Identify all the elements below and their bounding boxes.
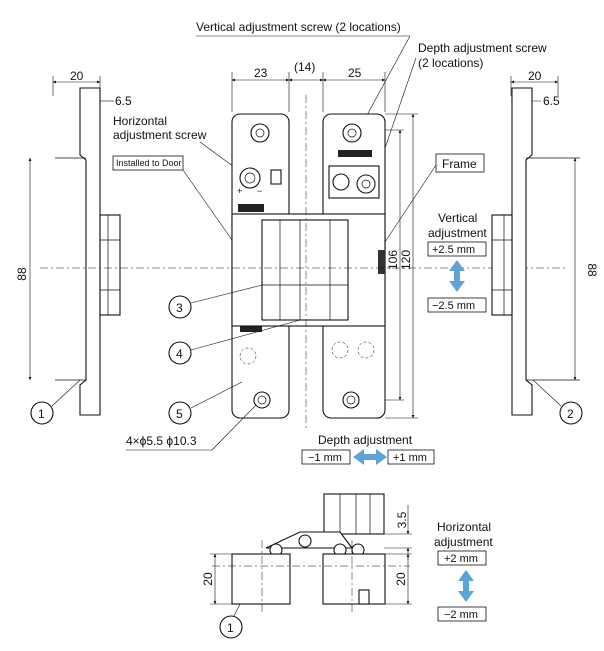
horizontal-adjustment-title-1: Horizontal [437, 520, 491, 534]
callout-5 [168, 401, 192, 425]
dim-106: 106 [386, 250, 400, 270]
depth-arrow-icon [353, 449, 387, 465]
vertical-plus-label: +2.5 mm [432, 244, 475, 256]
callout-5-leader [190, 381, 243, 409]
vertical-minus-label: −2.5 mm [432, 300, 475, 312]
right-side-barrel [491, 214, 513, 316]
callout-2-leader [532, 379, 562, 407]
mount-hole [253, 391, 271, 409]
hidden-hole [239, 347, 257, 365]
holes-callout: 4×ϕ5.5 ϕ10.3 [126, 434, 197, 448]
left-side-plate [79, 87, 101, 416]
dim-20-bottom-right: 20 [394, 572, 408, 586]
dim-20-left: 20 [70, 69, 84, 83]
hidden-hole [331, 341, 349, 359]
callout-1-bottom-leader [233, 603, 241, 617]
hinge-arm [261, 219, 349, 321]
dim-88-right: 88 [585, 263, 599, 277]
horizontal-arrow-icon [458, 570, 474, 602]
door-leaf-top [231, 553, 291, 605]
mount-hole-inner [346, 395, 356, 405]
callout-1-bottom-label: 1 [227, 621, 234, 635]
brand-plate [240, 324, 262, 332]
frame-block-top [323, 493, 385, 535]
dim-23: 23 [254, 66, 268, 80]
screw-inner [361, 179, 371, 189]
frame-box [435, 153, 485, 173]
horizontal-minus-box [437, 606, 487, 622]
minus-mark: − [257, 186, 262, 196]
installed-to-door-label: Installed to Door [116, 158, 182, 168]
pivot [298, 534, 312, 548]
vertical-screw-left [250, 123, 270, 143]
depth-screw-a [332, 173, 350, 191]
callout-3 [168, 295, 192, 319]
callout-1-bottom [219, 615, 243, 639]
frame-slot [358, 589, 370, 605]
depth-adjustment-title: Depth adjustment [318, 433, 413, 447]
callout-3-label: 3 [176, 301, 183, 315]
screw-inner [347, 128, 357, 138]
callout-5-label: 5 [176, 407, 183, 421]
dim-3-5: 3.5 [395, 511, 409, 528]
screw-inner [244, 172, 256, 184]
left-side-barrel [99, 214, 121, 316]
dim-120: 120 [399, 250, 413, 270]
holes-leader [211, 404, 257, 451]
callout-2 [559, 401, 583, 425]
horizontal-screw-callout-2: adjustment screw [113, 128, 207, 142]
depth-plus-box [387, 449, 435, 465]
mount-hole-inner [257, 395, 267, 405]
dim-14: (14) [294, 60, 315, 74]
frame-edge [378, 250, 385, 274]
callout-1-leader [51, 379, 81, 407]
vertical-arrow-icon [449, 260, 465, 292]
horizontal-screw [239, 167, 261, 189]
dim-6-5-left: 6.5 [115, 94, 132, 108]
mount-hole [342, 391, 360, 409]
right-side-plate [511, 87, 533, 416]
callout-4-leader [190, 319, 301, 351]
hidden-hole [357, 341, 375, 359]
depth-minus-box [301, 449, 351, 465]
frame-label: Frame [442, 157, 477, 171]
dim-20-right: 20 [528, 69, 542, 83]
vertical-screw-right [342, 123, 362, 143]
horizontal-minus-label: −2 mm [444, 609, 478, 621]
installed-to-door-box [112, 155, 184, 171]
depth-plus-label: +1 mm [393, 452, 427, 464]
frame-leader [382, 164, 437, 246]
vertical-minus-box [427, 297, 487, 313]
vertical-adjustment-title-1: Vertical [438, 211, 477, 225]
callout-4-label: 4 [176, 347, 183, 361]
callout-1 [30, 401, 54, 425]
callout-4 [168, 341, 192, 365]
horizontal-screw-callout-1: Horizontal [113, 114, 167, 128]
callout-2-label: 2 [567, 407, 574, 421]
callout-1-label: 1 [38, 407, 45, 421]
brand-plate [238, 204, 264, 212]
screw-inner [255, 128, 265, 138]
depth-screw-callout-2: (2 locations) [418, 56, 483, 70]
vertical-plus-box [427, 241, 487, 257]
dim-20-bottom-left: 20 [201, 572, 215, 586]
horizontal-adjustment-title-2: adjustment [434, 535, 493, 549]
dim-88-left: 88 [15, 267, 29, 281]
vertical-screw-callout: Vertical adjustment screw (2 locations) [196, 20, 401, 34]
depth-screw-b [356, 174, 376, 194]
installed-to-door-leader [182, 169, 233, 241]
depth-minus-label: −1 mm [308, 452, 342, 464]
plus-mark: + [237, 186, 242, 196]
adjust-icon [270, 169, 282, 185]
vertical-adjustment-title-2: adjustment [428, 226, 487, 240]
horizontal-plus-label: +2 mm [444, 553, 478, 565]
brand-plate [338, 150, 372, 157]
horizontal-plus-box [437, 550, 487, 566]
callout-3-leader [190, 284, 263, 304]
dim-6-5-right: 6.5 [543, 94, 560, 108]
dim-25: 25 [348, 66, 362, 80]
depth-screw-callout-1: Depth adjustment screw [418, 41, 547, 55]
frame-leaf-top [322, 553, 386, 605]
